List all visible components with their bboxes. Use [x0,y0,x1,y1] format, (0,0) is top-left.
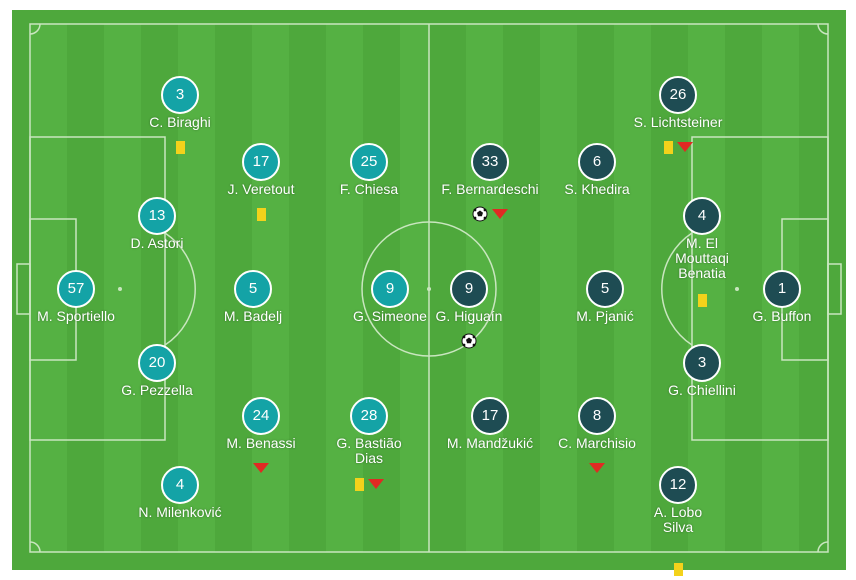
shirt-number: 8 [578,397,616,435]
player-name: N. Milenković [138,504,222,520]
yellow-card-icon [697,293,707,307]
player-name: F. Bernardeschi [441,181,539,197]
player-name: G. Chiellini [668,382,736,398]
player-name: M. Benassi [226,435,296,451]
substituted-off-icon [492,209,508,219]
shirt-number: 24 [242,397,280,435]
player-events [409,333,529,349]
player-name: A. Lobo Silva [653,504,703,535]
player-events [201,206,321,222]
player-name: M. Sportiello [37,308,115,324]
shirt-number: 4 [161,466,199,504]
yellow-card-icon [256,207,266,221]
player-name: S. Lichtsteiner [633,114,723,130]
player-events [618,139,738,155]
shirt-number: 4 [683,197,721,235]
player-name: J. Veretout [227,181,295,197]
player-events [537,460,657,476]
yellow-card-icon [663,140,673,154]
shirt-number: 26 [659,76,697,114]
player-events [642,292,762,308]
yellow-card-icon [673,562,683,576]
player-name: G. Buffon [752,308,812,324]
yellow-card-icon [354,477,364,491]
player-events [201,460,321,476]
substituted-off-icon [676,142,693,152]
shirt-number: 28 [350,397,388,435]
shirt-number: 6 [578,143,616,181]
goal-ball-icon [472,206,488,222]
shirt-number: 9 [371,270,409,308]
shirt-number: 33 [471,143,509,181]
player-name: S. Khedira [564,181,630,197]
player-name: M. Mandžukić [446,435,534,451]
shirt-number: 13 [138,197,176,235]
shirt-number: 5 [234,270,272,308]
goal-ball-icon [461,333,477,349]
player-events [309,476,429,492]
player-events [120,139,240,155]
player-name: G. Bastião Dias [336,435,402,466]
shirt-number: 3 [683,344,721,382]
shirt-number: 9 [450,270,488,308]
shirt-number: 17 [471,397,509,435]
substituted-off-icon [253,463,269,473]
shirt-number: 25 [350,143,388,181]
player-name: C. Marchisio [558,435,636,451]
shirt-number: 20 [138,344,176,382]
player-name: G. Simeone [353,308,427,324]
shirt-number: 17 [242,143,280,181]
player-events [430,206,550,222]
player-name: G. Pezzella [121,382,193,398]
player-name: M. Badelj [223,308,283,324]
player-name: C. Biraghi [149,114,211,130]
player-name: D. Astori [130,235,184,251]
pitch-spots [118,287,739,291]
player-name: M. El Mouttaqi Benatia [675,235,729,281]
shirt-number: 1 [763,270,801,308]
shirt-number: 57 [57,270,95,308]
player-events [618,561,738,577]
shirt-number: 5 [586,270,624,308]
player-name: F. Chiesa [339,181,399,197]
shirt-number: 12 [659,466,697,504]
substituted-off-icon [367,479,384,489]
substituted-off-icon [589,463,605,473]
shirt-number: 3 [161,76,199,114]
player-name: M. Pjanić [576,308,634,324]
yellow-card-icon [175,140,185,154]
player-name: G. Higuaín [435,308,503,324]
